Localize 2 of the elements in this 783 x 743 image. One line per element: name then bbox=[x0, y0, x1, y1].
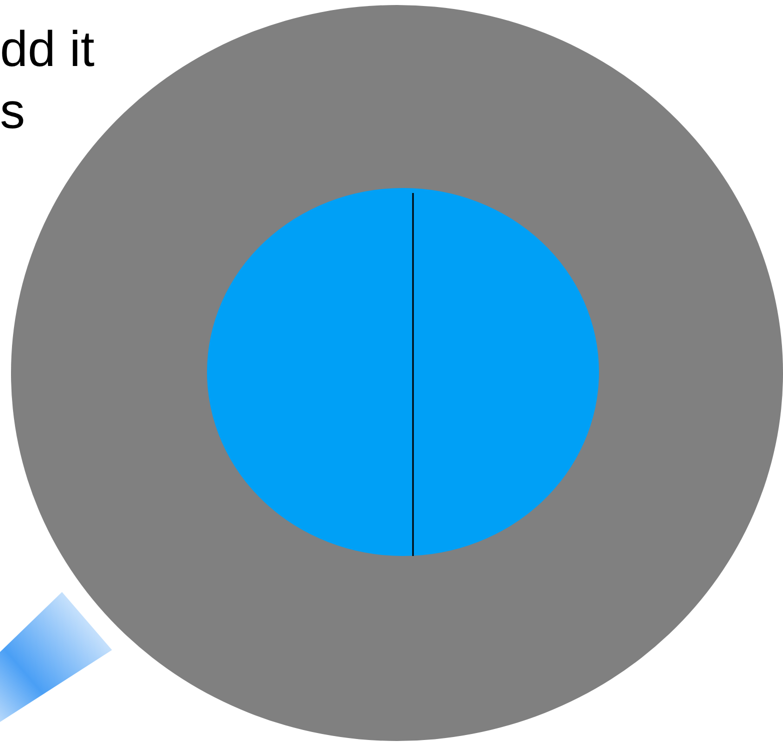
text-fragment: dd it bbox=[0, 24, 95, 74]
text-fragment: s bbox=[0, 86, 25, 136]
